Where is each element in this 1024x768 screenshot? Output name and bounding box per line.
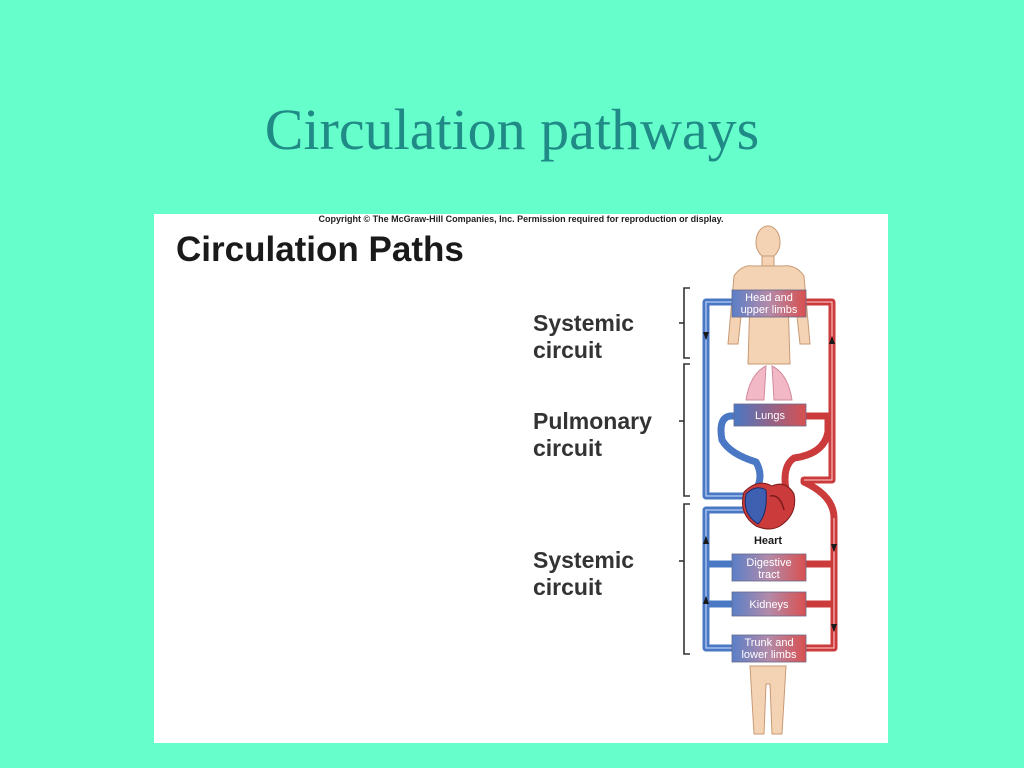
organ-label: Digestive <box>746 557 791 569</box>
systemic-circuit-lower-label: Systemic circuit <box>533 547 634 601</box>
label-line: circuit <box>533 337 603 363</box>
lungs-icon <box>745 365 793 401</box>
oxygen-poor-highlight <box>705 301 750 649</box>
label-line: Systemic <box>533 547 635 573</box>
copyright-notice: Copyright © The McGraw-Hill Companies, I… <box>318 214 724 224</box>
circulation-diagram: Heart Head and upper limbs Lungs Digesti… <box>679 225 838 735</box>
heart-icon <box>742 482 796 530</box>
organ-label: tract <box>758 569 779 581</box>
label-line: circuit <box>533 435 603 461</box>
organ-box-digestive: Digestive tract <box>731 553 807 582</box>
organ-box-lungs: Lungs <box>733 403 807 427</box>
circuit-brackets <box>679 287 690 655</box>
organ-label: Kidneys <box>749 599 789 611</box>
label-line: Systemic <box>533 310 635 336</box>
organ-box-head-limbs: Head and upper limbs <box>731 289 807 318</box>
systemic-circuit-upper-label: Systemic circuit <box>533 310 634 364</box>
label-line: Pulmonary <box>533 408 652 434</box>
heart-label: Heart <box>754 535 782 547</box>
organ-label: Lungs <box>755 410 785 422</box>
label-line: circuit <box>533 574 603 600</box>
organ-label: upper limbs <box>741 304 798 316</box>
organ-label: Head and <box>745 292 793 304</box>
organ-box-trunk-limbs: Trunk and lower limbs <box>731 634 807 663</box>
slide-title: Circulation pathways <box>264 97 760 162</box>
circulation-figure: Copyright © The McGraw-Hill Companies, I… <box>154 214 888 743</box>
organ-label: lower limbs <box>741 649 797 661</box>
organ-box-kidneys: Kidneys <box>731 591 807 617</box>
organ-label: Trunk and <box>744 637 793 649</box>
figure-title: Circulation Paths <box>176 230 464 269</box>
oxygen-rich-highlight <box>804 301 835 649</box>
pulmonary-circuit-label: Pulmonary circuit <box>533 408 652 462</box>
